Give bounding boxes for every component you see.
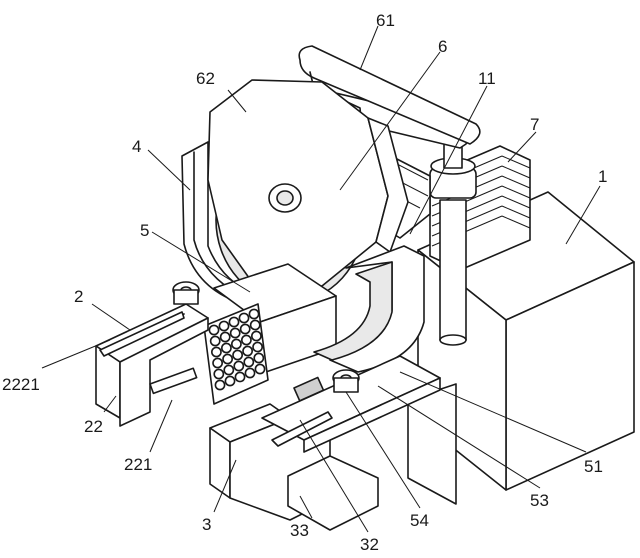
label-2221: 2221: [2, 375, 40, 394]
tube-end: [253, 352, 265, 364]
label-53: 53: [530, 491, 549, 510]
tube-end: [234, 371, 246, 383]
tube-end: [224, 375, 236, 387]
label-1: 1: [598, 167, 607, 186]
tube-end: [240, 334, 252, 346]
label-7: 7: [530, 115, 539, 134]
tube-end: [209, 335, 221, 347]
label-6: 6: [438, 37, 447, 56]
label-2: 2: [74, 287, 83, 306]
label-32: 32: [360, 535, 379, 554]
label-51: 51: [584, 457, 603, 476]
vertical-column: [429, 135, 477, 346]
tube-end: [239, 323, 251, 335]
leader-lines: [41, 25, 601, 533]
tube-end: [220, 342, 232, 354]
label-11: 11: [478, 69, 496, 88]
tube-end: [219, 331, 231, 343]
tube-end: [222, 353, 233, 365]
tube-end: [214, 379, 226, 391]
reference-labels: 61 6 62 11 7 4 1 5 2 2221 22 221 51 53 5…: [2, 11, 607, 554]
tube-end: [254, 363, 266, 375]
label-3: 3: [202, 515, 211, 534]
guide-rod: [149, 367, 198, 395]
feed-tray: [95, 303, 209, 427]
tube-end: [252, 341, 263, 353]
tube-end: [228, 316, 240, 328]
tube-end: [250, 330, 262, 342]
tube-end: [208, 324, 220, 336]
tube-end: [233, 360, 245, 372]
tube-end: [218, 320, 230, 332]
tube-end: [230, 338, 242, 350]
tube-end: [229, 327, 241, 339]
tube-end: [249, 319, 261, 331]
tube-end: [210, 346, 222, 358]
saw-cover: [207, 79, 409, 287]
tube-end: [243, 356, 255, 368]
tube-end: [242, 345, 253, 357]
label-54: 54: [410, 511, 429, 530]
tube-end: [244, 367, 256, 379]
lower-rail: [261, 355, 441, 453]
tube-bundle: [203, 303, 269, 405]
label-4: 4: [132, 137, 141, 156]
lower-knob: [332, 369, 360, 393]
label-22: 22: [84, 417, 103, 436]
label-5: 5: [140, 221, 149, 240]
label-221: 221: [124, 455, 152, 474]
tube-end: [248, 308, 260, 320]
tube-end: [223, 364, 235, 376]
label-33: 33: [290, 521, 309, 540]
discharge-chute: [313, 245, 425, 373]
tube-end: [238, 312, 250, 324]
label-61: 61: [376, 11, 395, 30]
tube-end: [212, 357, 223, 369]
tube-end: [213, 368, 225, 380]
label-62: 62: [196, 69, 215, 88]
clamp-knob: [172, 281, 200, 305]
tube-end: [232, 349, 243, 361]
